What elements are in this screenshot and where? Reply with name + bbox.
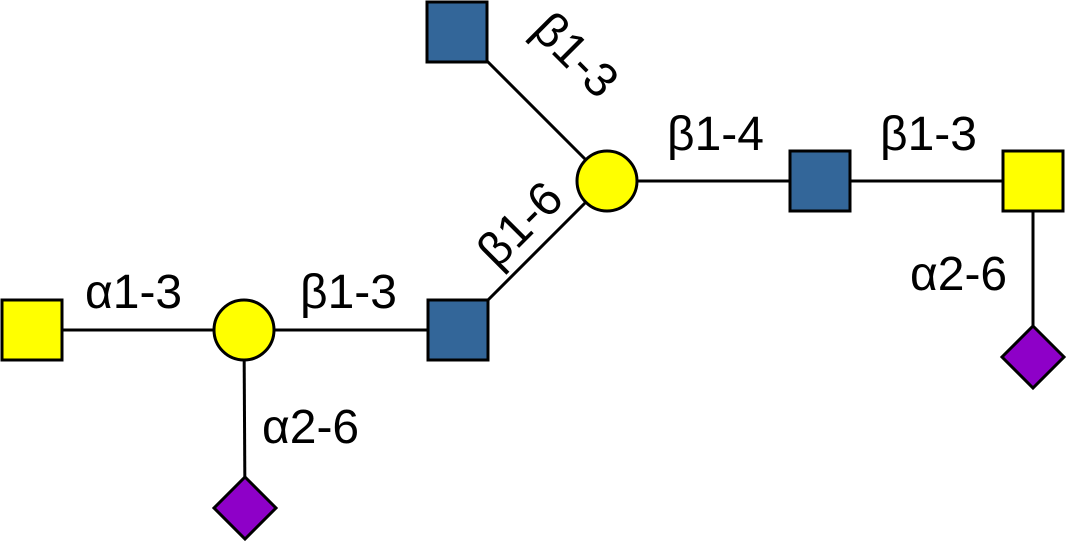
sialic-acid-diamond-1 — [211, 474, 279, 542]
galactose-circle-1 — [212, 298, 276, 362]
linkage-label-beta1-4: β1-4 — [667, 108, 764, 161]
linkage-label-beta1-3-lower: β1-3 — [300, 266, 397, 319]
linkage-label-alpha1-3: α1-3 — [85, 266, 182, 319]
linkage-label-beta1-6: β1-6 — [467, 172, 573, 278]
linkage-label-alpha2-6-left: α2-6 — [262, 401, 359, 454]
glcnac-square-lower — [426, 298, 490, 362]
sialic-acid-diamond-2 — [999, 323, 1066, 391]
galnac-square-left — [0, 298, 64, 362]
galnac-square-right — [1001, 149, 1065, 213]
linkage-label-beta1-3-right: β1-3 — [880, 108, 977, 161]
glcnac-square-right — [788, 149, 852, 213]
linkage-label-beta1-3-top: β1-3 — [522, 2, 628, 108]
glcnac-square-top — [425, 0, 489, 64]
linkage-label-alpha2-6-right: α2-6 — [910, 248, 1007, 301]
galactose-circle-2 — [575, 149, 639, 213]
